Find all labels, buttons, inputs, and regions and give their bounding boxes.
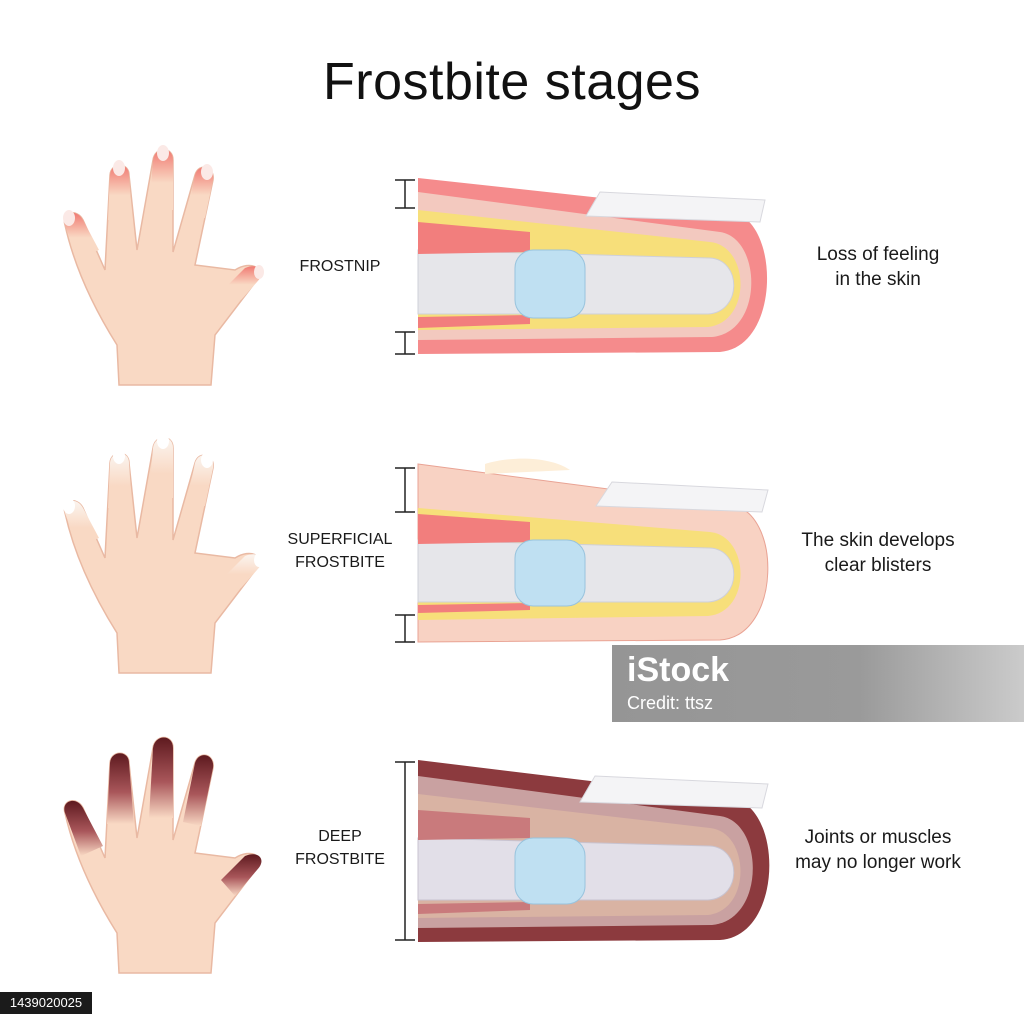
finger-cross-section-superficial [395,458,769,643]
watermark-credit: Credit: ttsz [627,693,714,713]
stage-label-superficial-frostbite: SUPERFICIAL FROSTBITE [287,531,393,571]
hand-superficial-frostbite [63,433,264,674]
stage-label-frostnip: FROSTNIP [299,258,381,275]
thickness-marker [395,467,415,643]
finger-cross-section-deep [395,760,770,942]
stage-desc-frostnip: Loss of feeling in the skin [816,244,940,290]
thickness-marker [395,761,415,941]
hand-deep-frostbite [63,736,262,974]
thickness-marker [395,179,415,355]
stock-id-bar: 1439020025 [0,992,92,1014]
stage-label-deep-frostbite: DEEP FROSTBITE [295,828,385,868]
stage-desc-deep-frostbite: Joints or muscles may no longer work [795,827,961,873]
finger-cross-section-frostnip [395,178,768,355]
stage-desc-superficial-frostbite: The skin develops clear blisters [801,530,955,576]
watermark: iStock Credit: ttsz [612,645,1024,722]
hand-frostnip [63,145,264,386]
watermark-logo: iStock [627,651,730,689]
page-title: Frostbite stages [323,53,701,111]
